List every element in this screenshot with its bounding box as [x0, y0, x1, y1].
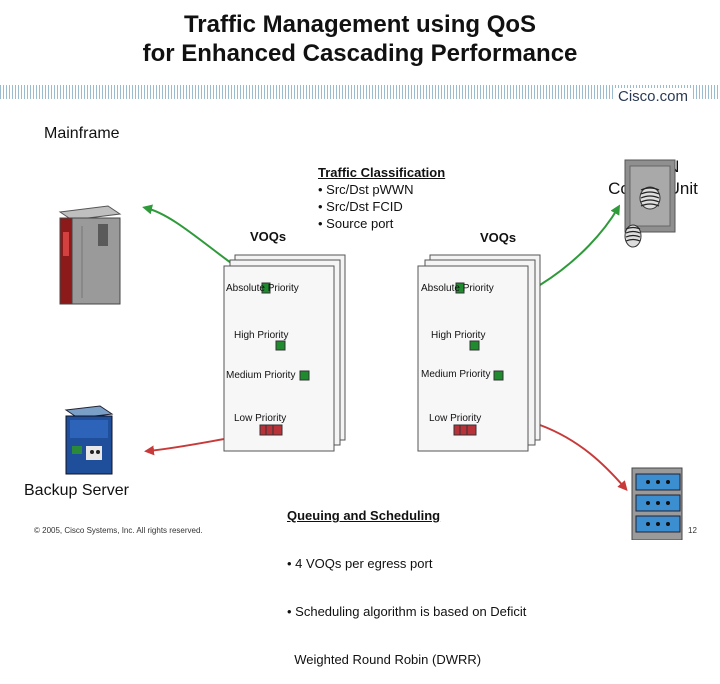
backup-server-label: Backup Server	[24, 482, 129, 499]
arrow-to-ficon	[539, 204, 621, 286]
copyright-footer: © 2005, Cisco Systems, Inc. All rights r…	[34, 526, 203, 535]
classification-item: • Src/Dst pWWN	[318, 182, 414, 197]
queuing-scheduling-heading: Queuing and Scheduling	[287, 508, 441, 523]
mainframe-label: Mainframe	[44, 125, 120, 142]
arrow-to-storage	[539, 424, 628, 492]
classification-item: • Source port	[318, 216, 394, 231]
slide-title-line-1: Traffic Management using QoS	[183, 11, 537, 38]
left-absolute-priority-label: Absolute Priority	[226, 283, 299, 294]
voqs-right-label: VOQs	[480, 230, 517, 245]
left-high-priority-label: High Priority	[234, 330, 289, 341]
left-low-priority-label: Low Priority	[234, 413, 287, 424]
page-number: 12	[688, 526, 697, 535]
classification-item: • Src/Dst FCID	[318, 199, 403, 214]
cisco-logo-text: Cisco.com	[613, 88, 692, 105]
traffic-classification-block: Traffic Classification • Src/Dst pWWN • …	[318, 164, 445, 232]
left-medium-priority-label: Medium Priority	[226, 370, 296, 381]
slide-title-line-2: for Enhanced Cascading Performance	[142, 40, 578, 67]
header-stripe	[0, 85, 720, 99]
voq-stack-left	[223, 254, 346, 452]
queuing-item: • 4 VOQs per egress port	[287, 556, 433, 571]
right-high-priority-label: High Priority	[431, 330, 486, 341]
right-absolute-priority-label: Absolute Priority	[421, 283, 494, 294]
right-medium-priority-label: Medium Priority	[421, 369, 491, 380]
diagram-canvas	[58, 159, 683, 540]
voq-stack-right	[417, 254, 541, 452]
right-low-priority-label: Low Priority	[429, 413, 482, 424]
mainframe-icon	[58, 205, 122, 305]
voqs-left-label: VOQs	[250, 229, 287, 244]
traffic-classification-heading: Traffic Classification	[318, 165, 446, 180]
queuing-scheduling-block: Queuing and Scheduling • 4 VOQs per egre…	[287, 476, 526, 684]
storage-array-icon	[631, 467, 683, 540]
queuing-item: Weighted Round Robin (DWRR)	[287, 652, 482, 667]
backup-server-icon	[64, 405, 114, 475]
queuing-item: • Scheduling algorithm is based on Defic…	[287, 604, 527, 619]
ficon-control-unit-icon	[624, 159, 676, 248]
